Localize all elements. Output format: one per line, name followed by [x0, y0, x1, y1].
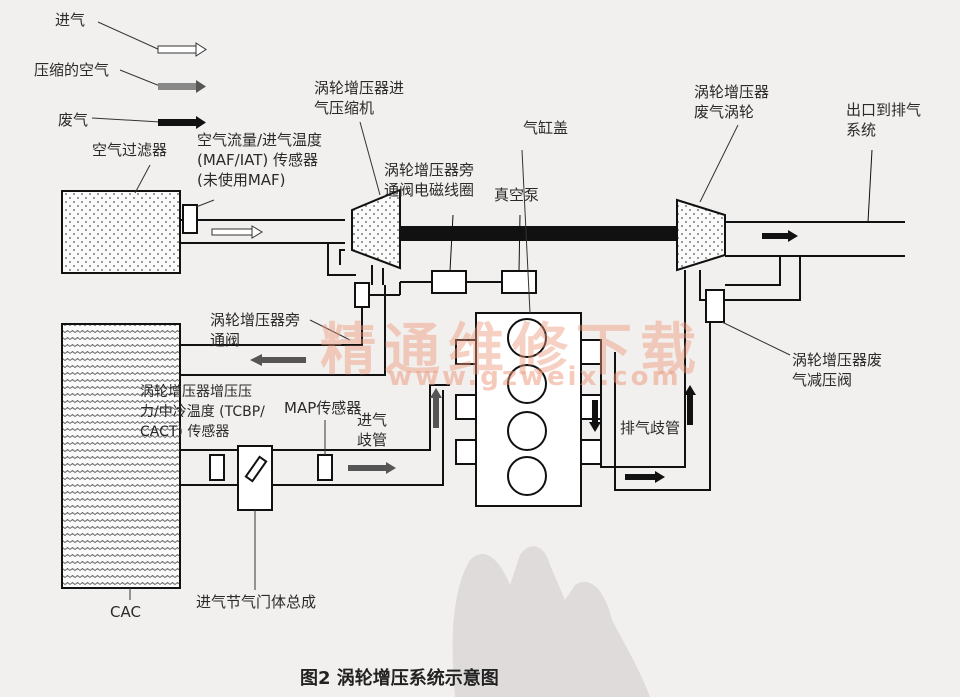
wastegate-label: 涡轮增压器废 气减压阀: [792, 351, 883, 389]
cac-label: CAC: [110, 603, 141, 621]
watermark-title: 精通维修下载: [320, 318, 704, 383]
air-filter: [61, 190, 181, 274]
maf-sensor-label: 空气流量/进气温度 (MAF/IAT) 传感器 (未使用MAF): [197, 131, 323, 189]
legend-arrows: [91, 21, 207, 129]
charge-pipe: [180, 285, 386, 376]
legend-compressed-label: 压缩的空气: [34, 61, 110, 79]
watermark-url: www.gzweix.com: [388, 362, 682, 392]
intake-ports: [455, 339, 477, 465]
map-sensor-label: MAP传感器: [284, 399, 362, 417]
compressor-housing: [351, 188, 401, 270]
legend-intake-label: 进气: [55, 11, 86, 29]
bypass-solenoid: [431, 270, 467, 294]
hand-shadow: [452, 546, 650, 697]
compressor-label: 涡轮增压器进 气压缩机: [314, 79, 405, 117]
turbo-shaft: [400, 226, 677, 241]
turbine-housing: [676, 198, 726, 272]
figure-caption: 图2 涡轮增压系统示意图: [300, 668, 499, 689]
air-filter-label: 空气过滤器: [92, 141, 168, 159]
legend-exhaust-label: 废气: [58, 111, 89, 129]
maf-sensor-body: [182, 204, 198, 234]
exhaust-manifold-label: 排气歧管: [620, 419, 681, 437]
throttle-body-label: 进气节气门体总成: [196, 593, 317, 611]
turbine-label: 涡轮增压器 废气涡轮: [694, 83, 770, 121]
cac-intercooler: [61, 323, 181, 589]
exhaust-manifold-pipe: [600, 270, 711, 491]
bypass-solenoid-label: 涡轮增压器旁 通阀电磁线圈: [384, 161, 475, 199]
tcbp-sensor-body: [209, 454, 225, 481]
cylinder-head-label: 气缸盖: [523, 119, 569, 137]
vacuum-pump-label: 真空泵: [494, 186, 540, 204]
compressor-bypass: [327, 242, 384, 285]
intake-manifold-label: 进气 歧管: [357, 411, 388, 449]
intake-pipe: [180, 219, 345, 244]
map-sensor-body: [317, 454, 333, 481]
vacuum-pump: [501, 270, 537, 294]
exhaust-outlet-pipe: [725, 149, 905, 257]
cylinders: [507, 318, 547, 496]
bypass-valve-label: 涡轮增压器旁 通阀: [210, 311, 301, 349]
wastegate-valve: [705, 289, 725, 323]
bypass-valve: [354, 282, 370, 308]
exhaust-outlet-label: 出口到排气 系统: [846, 101, 922, 139]
tcbp-sensor-label: 涡轮增压器增压压 力/中冷温度 (TCBP/ CACT) 传感器: [140, 384, 265, 440]
